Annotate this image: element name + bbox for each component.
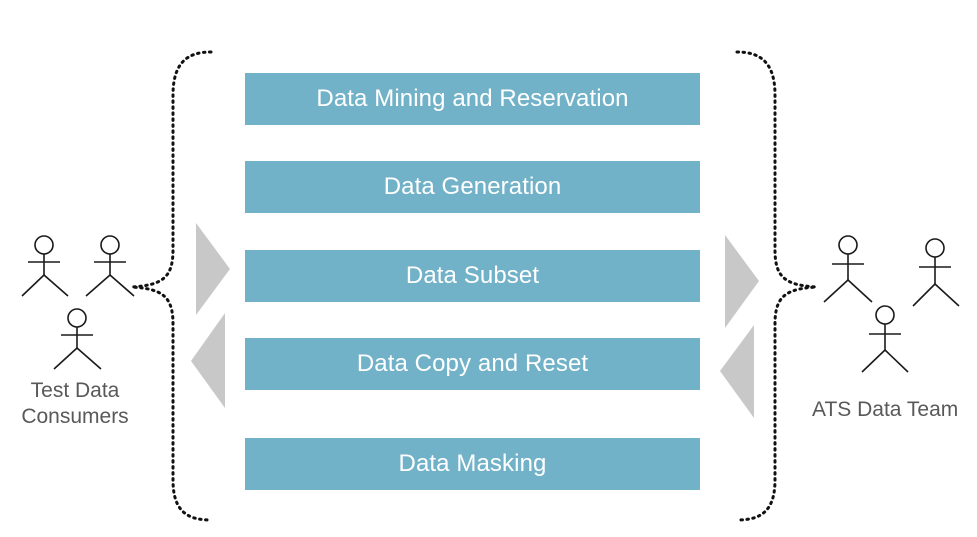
right-actor-2 (912, 238, 960, 307)
test-data-consumers-label-line2: Consumers (21, 405, 129, 428)
ats-data-team-label: ATS Data Team (812, 397, 977, 423)
ats-data-team-label-text: ATS Data Team (812, 398, 959, 421)
right-curly-brace (735, 50, 817, 522)
left-outbound-arrow (191, 313, 225, 408)
service-label: Data Masking (398, 450, 547, 477)
left-actor-3 (53, 308, 102, 370)
right-outbound-arrow (720, 325, 754, 418)
right-actor-3 (861, 305, 909, 373)
test-data-consumers-label-line1: Test Data (30, 379, 120, 402)
service-box-data-copy-reset: Data Copy and Reset (245, 338, 700, 390)
left-curly-brace (131, 50, 213, 522)
left-actor-1 (21, 235, 69, 297)
service-box-data-generation: Data Generation (245, 161, 700, 213)
left-actor-2 (85, 235, 135, 297)
test-data-consumers-label: Test Data Consumers (5, 378, 145, 430)
right-actor-1 (823, 235, 873, 303)
service-label: Data Mining and Reservation (316, 85, 629, 112)
service-label: Data Subset (405, 262, 540, 289)
service-box-data-mining: Data Mining and Reservation (245, 73, 700, 125)
right-inbound-arrow (725, 235, 759, 328)
left-inbound-arrow (196, 223, 230, 315)
service-box-data-subset: Data Subset (245, 250, 700, 302)
service-label: Data Copy and Reset (356, 350, 589, 377)
service-label: Data Generation (383, 173, 562, 200)
service-box-data-masking: Data Masking (245, 438, 700, 490)
